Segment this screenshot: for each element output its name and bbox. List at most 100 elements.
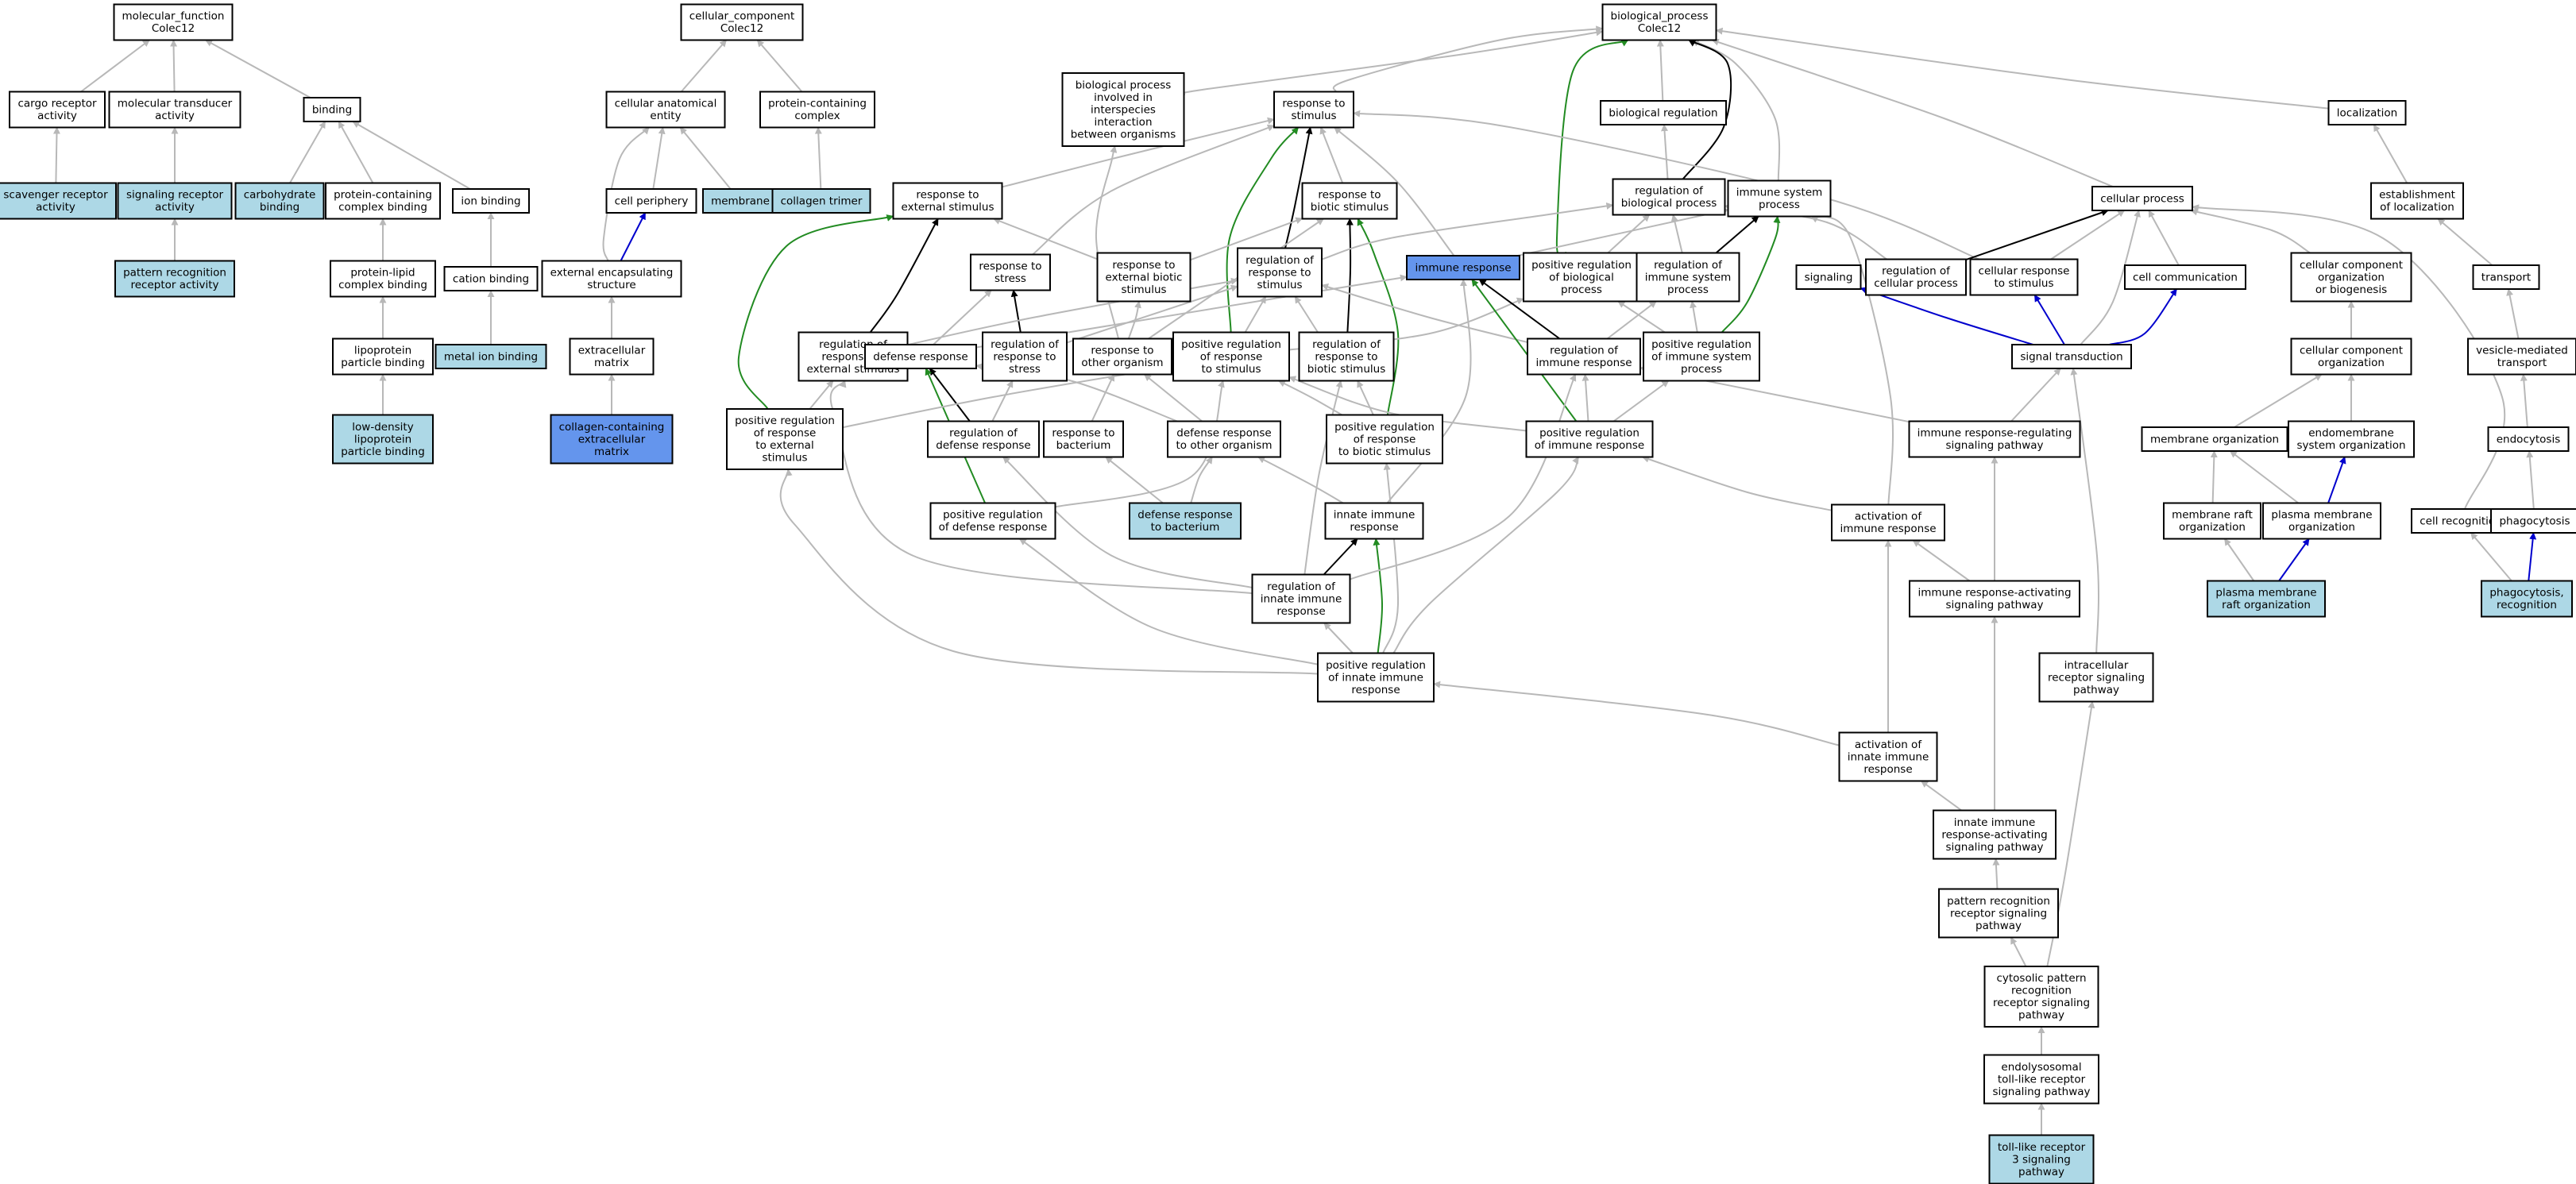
edge-line	[2033, 294, 2065, 345]
go-term-node-localization[interactable]: localization	[2327, 100, 2407, 125]
go-term-label-line: membrane raft	[2172, 509, 2253, 522]
edge-line	[1690, 300, 1698, 333]
go-term-node-endocytosis[interactable]: endocytosis	[2487, 426, 2570, 452]
go-term-node-memorg[interactable]: membrane organization	[2141, 426, 2288, 452]
edge-actimm-to-isp	[1810, 215, 1894, 505]
go-term-node-cellper[interactable]: cell periphery	[605, 188, 697, 214]
go-term-node-metalion[interactable]: metal ion binding	[434, 344, 547, 369]
go-term-node-binding[interactable]: binding	[303, 97, 361, 122]
go-term-node-defresp[interactable]: defense response	[864, 344, 977, 369]
go-term-node-transport[interactable]: transport	[2472, 264, 2540, 290]
go-term-node-sigtrans[interactable]: signal transduction	[2011, 344, 2132, 369]
go-term-node-biolreg[interactable]: biological regulation	[1600, 100, 1727, 125]
go-term-node-phago[interactable]: phagocytosis	[2490, 508, 2576, 534]
go-term-label: phagocytosis	[2499, 515, 2570, 527]
go-term-node-cellproc[interactable]: cellular process	[2091, 186, 2193, 211]
go-term-node-membrane[interactable]: membrane	[702, 188, 778, 214]
edge-line	[756, 39, 803, 93]
edge-reginnate-to-regrtbs	[1303, 380, 1343, 575]
go-term-node-cellcomm[interactable]: cell communication	[2124, 264, 2246, 290]
edge-regrtbs-to-regrts	[1294, 295, 1321, 337]
go-term-node-colltri[interactable]: collagen trimer	[771, 188, 871, 214]
go-term-node-phagorec[interactable]: phagocytosis,recognition	[2481, 580, 2573, 618]
go-term-label-line: immune response	[1535, 357, 1632, 369]
go-term-node-signaling[interactable]: signaling	[1795, 264, 1862, 290]
go-term-node-ionb[interactable]: ion binding	[452, 188, 530, 214]
go-term-node-immresp[interactable]: immune response	[1406, 255, 1520, 280]
go-term-node-cationb[interactable]: cation binding	[443, 266, 539, 291]
go-term-box	[2011, 344, 2132, 369]
go-term-label-line: regulation of	[1882, 265, 1951, 278]
